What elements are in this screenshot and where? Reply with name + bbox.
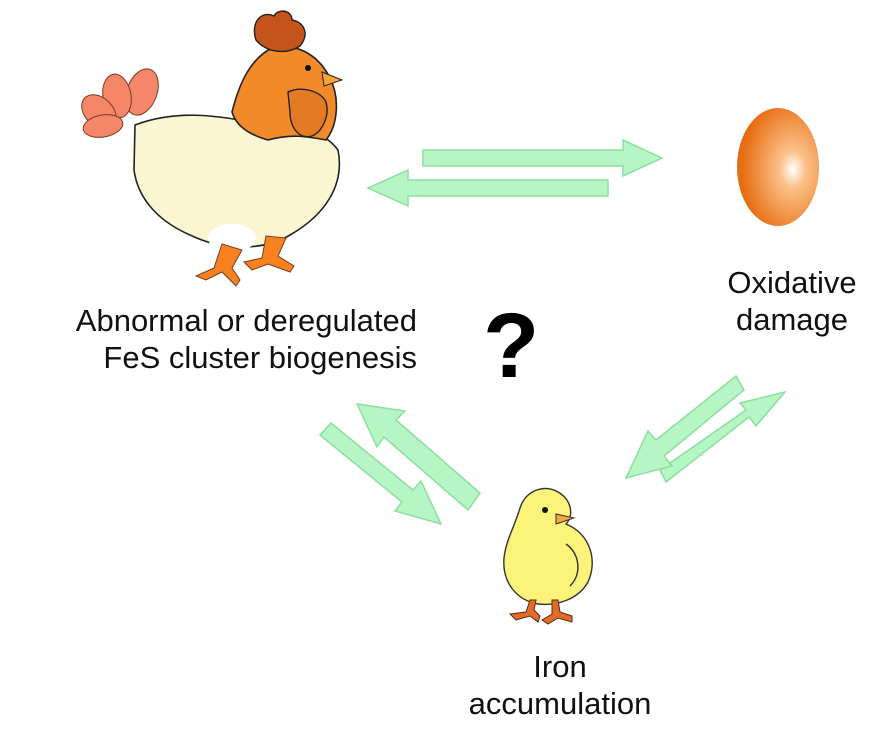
arrow-chick-to-egg	[659, 390, 788, 484]
hen-wattle	[287, 88, 328, 138]
chick-icon	[503, 487, 593, 625]
arrows-hen-chick	[318, 403, 482, 526]
arrow-hen-to-chick	[318, 421, 443, 526]
egg-icon	[737, 108, 819, 226]
label-oxidative-line2: damage	[735, 302, 849, 337]
chick-eye	[542, 507, 548, 513]
hen-comb	[253, 10, 306, 53]
arrow-chick-to-hen	[355, 403, 482, 512]
arrow-egg-to-chick	[624, 374, 745, 480]
label-oxidative-line1: Oxidative	[727, 265, 857, 300]
hen-beak	[321, 71, 344, 87]
arrows-hen-egg	[366, 138, 664, 208]
arrow-hen-to-egg	[422, 138, 664, 178]
label-iron-accumulation: Iron accumulation	[430, 648, 690, 722]
chick-wing	[565, 543, 579, 587]
label-iron-line2: accumulation	[468, 686, 652, 721]
chick-body	[503, 487, 593, 606]
hen-tail	[81, 68, 159, 138]
hen-belly	[208, 224, 256, 252]
label-fes-line2: FeS cluster biogenesis	[103, 340, 417, 375]
chick-feet	[508, 599, 573, 625]
label-iron-line1: Iron	[533, 649, 587, 684]
hen-feet	[194, 235, 295, 287]
hen-icon	[81, 10, 344, 287]
arrows-egg-chick	[624, 374, 788, 484]
question-mark: ?	[483, 295, 540, 397]
label-oxidative-damage: Oxidative damage	[697, 264, 887, 338]
label-fes-line1: Abnormal or deregulated	[75, 303, 417, 338]
label-fes-biogenesis: Abnormal or deregulated FeS cluster biog…	[76, 302, 417, 376]
arrow-egg-to-hen	[366, 168, 609, 208]
hen-eye	[305, 65, 311, 71]
chick-beak	[555, 513, 576, 525]
